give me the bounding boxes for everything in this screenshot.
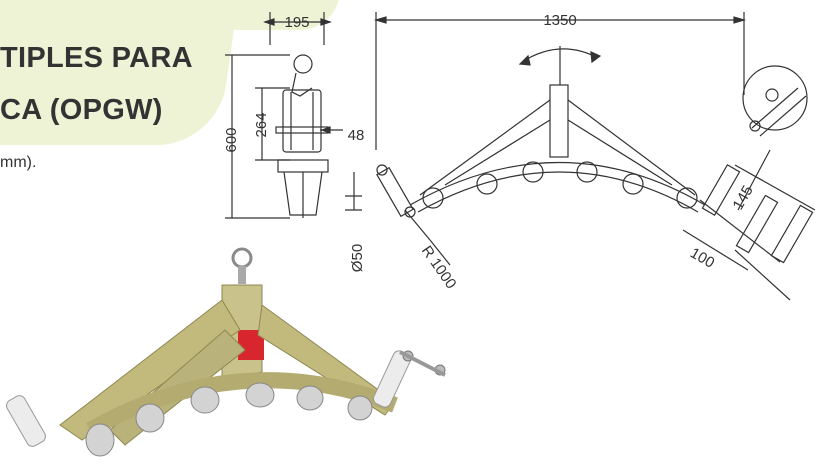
dim-1350: 1350 — [543, 12, 576, 29]
units-note: mm). — [0, 154, 37, 171]
product-photo — [6, 247, 446, 457]
dim-145: 145 — [729, 183, 756, 213]
dim-600: 600 — [223, 127, 240, 152]
dim-48: 48 — [348, 127, 365, 144]
front-view-drawing — [373, 12, 816, 301]
dim-diameter: Ø50 — [349, 244, 366, 272]
side-view-drawing — [225, 12, 362, 219]
heading-line-2: CA (OPGW) — [0, 94, 163, 126]
dim-195: 195 — [284, 14, 309, 31]
heading-line-1: TIPLES PARA — [0, 42, 193, 74]
title-highlight-background-top — [150, 0, 340, 30]
dim-264: 264 — [253, 112, 270, 137]
